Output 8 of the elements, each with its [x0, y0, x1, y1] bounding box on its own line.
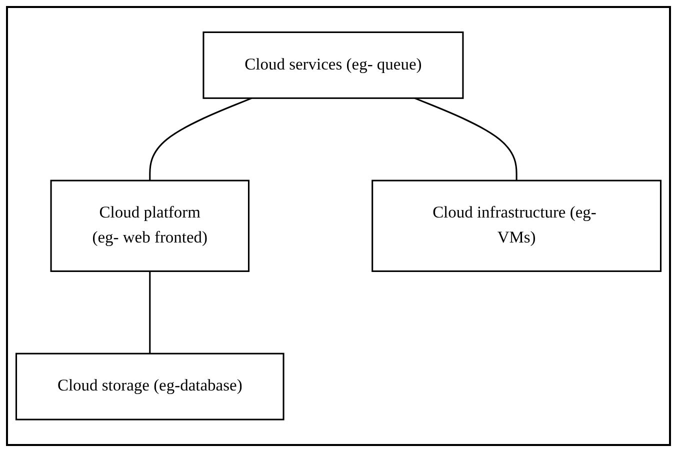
node-box	[50, 180, 250, 272]
connector	[149, 271, 151, 354]
diagram: Cloud services (eg- queue) Cloud platform (eg- web fronted) Cloud infrastructure (eg- VMs) Cloud storage (eg-database)	[8, 24, 669, 428]
node-box	[202, 32, 464, 100]
connector	[149, 98, 252, 181]
node-box	[372, 180, 662, 272]
node-box	[15, 352, 284, 420]
connector	[414, 98, 518, 181]
